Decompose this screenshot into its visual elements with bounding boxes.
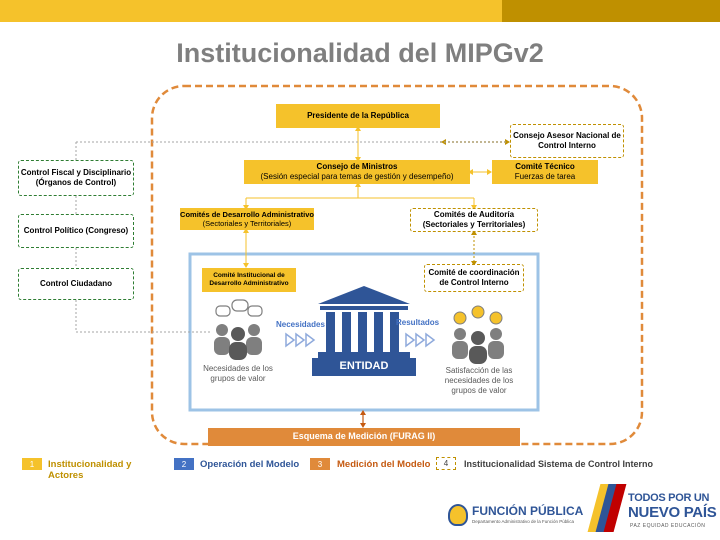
flow-arrows-left (285, 332, 316, 348)
todos-por-un-nuevo-pais-logo (587, 484, 627, 532)
funcion-publica-logo (448, 504, 468, 526)
outer-frame (150, 84, 644, 446)
presidente-box: Presidente de la República (276, 104, 440, 128)
resultados-label: Resultados (396, 318, 440, 327)
legend-label-4: Institucionalidad Sistema de Control Int… (464, 459, 654, 469)
comites-auditoria-title: Comités de Auditoría (433, 210, 515, 219)
control-ciudadano-box: Control Ciudadano (18, 268, 134, 300)
consejo-ministros-subtitle: (Sesión especial para temas de gestión y… (260, 172, 454, 181)
legend-num-2: 2 (174, 458, 194, 470)
control-fiscal-label: Control Fiscal y Disciplinario (Órganos … (20, 168, 132, 187)
legend-num-1: 1 (22, 458, 42, 470)
funcion-publica-subtitle: Departamento Administrativo de la Funció… (472, 519, 575, 524)
esquema-medicion-bar: Esquema de Medición (FURAG II) (208, 428, 520, 446)
flow-arrows-right (405, 332, 436, 348)
presidente-label: Presidente de la República (307, 111, 409, 120)
entidad-building-icon (312, 286, 416, 376)
people-satisfied-icon (452, 305, 504, 364)
control-politico-label: Control Político (Congreso) (23, 226, 129, 235)
people-needs-icon (214, 299, 263, 360)
comites-desarrollo-subtitle: (Sectoriales y Territoriales) (202, 219, 292, 228)
comite-tecnico-title: Comité Técnico (515, 162, 575, 171)
todos-line-2: NUEVO PAÍS (628, 504, 717, 521)
comites-auditoria-subtitle: (Sectoriales y Territoriales) (422, 220, 526, 229)
funcion-publica-name: FUNCIÓN PÚBLICA (472, 504, 584, 518)
top-bar-left (0, 0, 502, 22)
page-title: Institucionalidad del MIPGv2 (176, 38, 544, 68)
consejo-asesor-box: Consejo Asesor Nacional de Control Inter… (510, 124, 624, 158)
comite-institucional-box: Comité Institucional de Desarrollo Admin… (202, 268, 296, 292)
necesidades-label: Necesidades (276, 320, 325, 329)
comite-tecnico-subtitle: Fuerzas de tarea (514, 172, 576, 181)
control-fiscal-box: Control Fiscal y Disciplinario (Órganos … (18, 160, 134, 196)
legend-num-4: 4 (436, 457, 456, 470)
legend-num-3: 3 (310, 458, 330, 470)
legend-label-1: Institucionalidad y Actores (48, 459, 132, 482)
comites-desarrollo-box: Comités de Desarrollo Administrativo (Se… (180, 208, 314, 230)
consejo-ministros-title: Consejo de Ministros (316, 162, 398, 171)
legend-label-3: Medición del Modelo (337, 459, 431, 470)
comite-institucional-label: Comité Institucional de Desarrollo Admin… (209, 271, 289, 287)
comite-coordinacion-label: Comité de coordinación de Control Intern… (428, 268, 520, 287)
comite-coordinacion-box: Comité de coordinación de Control Intern… (424, 264, 524, 292)
left-caption: Necesidades de los grupos de valor (203, 364, 273, 383)
comites-desarrollo-title: Comités de Desarrollo Administrativo (180, 209, 314, 219)
comites-auditoria-box: Comités de Auditoría (Sectoriales y Terr… (410, 208, 538, 232)
entidad-label: ENTIDAD (339, 360, 389, 372)
todos-line-1: TODOS POR UN (628, 492, 710, 504)
consejo-ministros-box: Consejo de Ministros (Sesión especial pa… (244, 160, 470, 184)
control-politico-box: Control Político (Congreso) (18, 214, 134, 248)
consejo-asesor-label: Consejo Asesor Nacional de Control Inter… (513, 131, 621, 150)
top-bar-right (502, 0, 720, 22)
comite-tecnico-box: Comité Técnico Fuerzas de tarea (492, 160, 598, 184)
control-ciudadano-label: Control Ciudadano (40, 279, 112, 288)
todos-line-3: PAZ EQUIDAD EDUCACIÓN (630, 523, 706, 529)
esquema-medicion-label: Esquema de Medición (FURAG II) (292, 431, 436, 442)
right-caption: Satisfacción de las necesidades de los g… (444, 366, 514, 395)
legend-label-2: Operación del Modelo (200, 459, 300, 470)
